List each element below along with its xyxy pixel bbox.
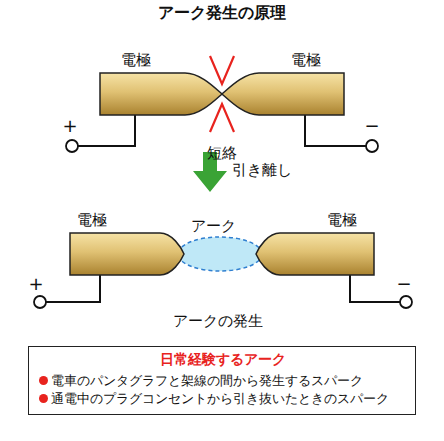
terminal: [366, 140, 378, 152]
label: 短絡: [207, 145, 237, 162]
wire: [305, 115, 366, 146]
terminal: [66, 140, 78, 152]
bullet-item: 通電中のプラグコンセントから引き抜いたときのスパーク: [39, 390, 407, 408]
wire: [46, 275, 100, 302]
label: アーク: [191, 218, 236, 235]
label: +: [62, 116, 77, 136]
wire: [46, 115, 400, 302]
label: 電極: [327, 212, 357, 229]
wire: [78, 115, 135, 146]
label: 引き離し: [232, 162, 292, 179]
label: 電極: [291, 52, 321, 69]
electrode: [70, 233, 184, 275]
arc-glow: [178, 237, 262, 271]
box-heading: 日常経験するアーク: [39, 351, 407, 369]
short-mark: [210, 104, 234, 132]
bullet-dot: [39, 376, 48, 385]
item-text: 通電中のプラグコンセントから引き抜いたときのスパーク: [51, 391, 389, 406]
label: −: [396, 274, 411, 294]
item-text: 電車のパンタグラフと架線の間から発生するスパーク: [51, 373, 363, 388]
label: アークの発生: [173, 313, 263, 330]
note-box: 日常経験するアーク電車のパンタグラフと架線の間から発生するスパーク通電中のプラグ…: [28, 346, 416, 415]
label: −: [364, 116, 379, 136]
terminal: [400, 296, 412, 308]
electrode: [100, 73, 222, 115]
short-mark: [210, 56, 234, 84]
electrode: [222, 73, 344, 115]
heading-text: 日常経験するアーク: [160, 351, 286, 367]
bullet-dot: [39, 394, 48, 403]
terminal: [34, 296, 46, 308]
title: アーク発生の原理: [158, 3, 286, 24]
label: 電極: [121, 52, 151, 69]
electrode: [256, 233, 374, 275]
label: +: [28, 274, 43, 294]
bullet-item: 電車のパンタグラフと架線の間から発生するスパーク: [39, 372, 407, 390]
wire: [350, 275, 400, 302]
label: 電極: [77, 212, 107, 229]
